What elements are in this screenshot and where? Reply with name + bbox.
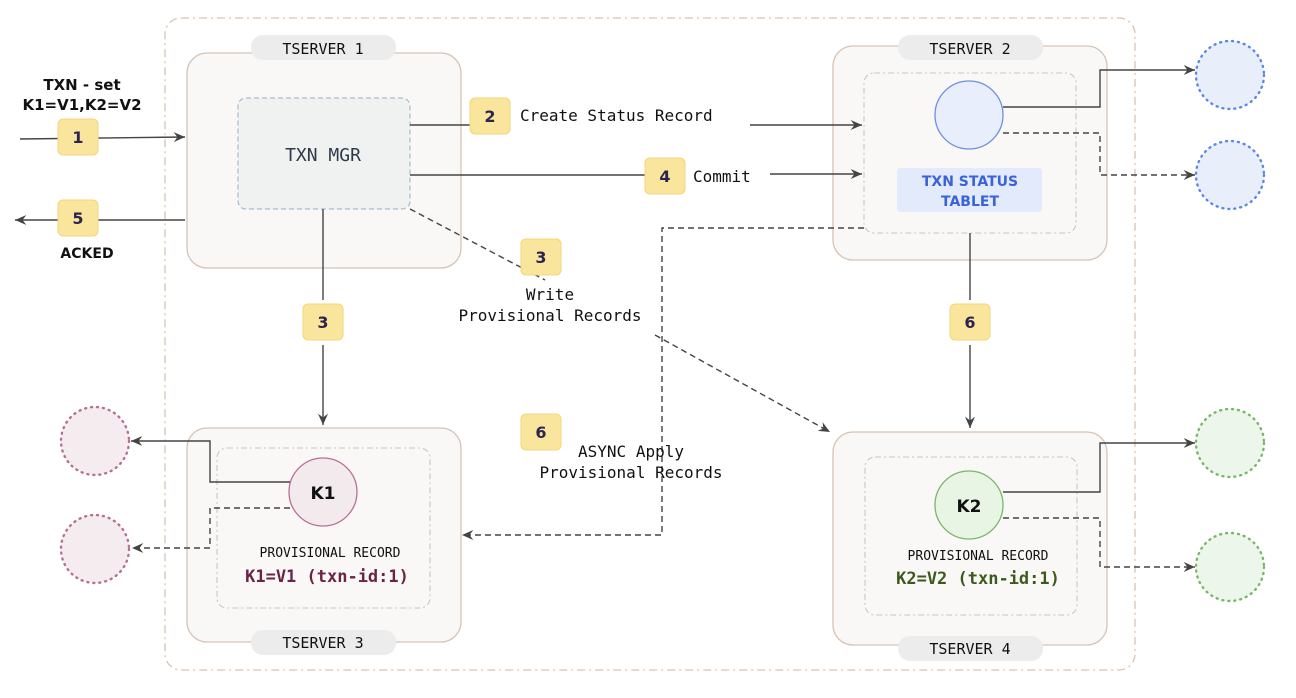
replica-status-2 xyxy=(1194,139,1266,211)
replica-status-1 xyxy=(1194,39,1266,111)
tserver-4-label: TSERVER 4 xyxy=(929,640,1010,658)
k1-circle xyxy=(288,457,358,527)
step-badge-3-write: 3 xyxy=(520,238,562,276)
k1-key: K1 xyxy=(310,484,335,504)
client-request-line1: TXN - set xyxy=(43,76,120,94)
k1-caption: PROVISIONAL RECORD xyxy=(260,546,401,561)
tserver-1-label: TSERVER 1 xyxy=(282,40,363,58)
svg-text:3: 3 xyxy=(317,313,328,332)
k2-caption: PROVISIONAL RECORD xyxy=(908,549,1049,564)
tserver-3: TSERVER 3 K1 PROVISIONAL RECORD K1=V1 (t… xyxy=(186,427,462,655)
step-badge-5: 5 xyxy=(57,199,99,237)
replica-k2-1 xyxy=(1194,407,1266,479)
k2-value: K2=V2 (txn-id:1) xyxy=(896,569,1060,589)
txn-status-tablet-line2: TABLET xyxy=(941,194,999,210)
replica-circles xyxy=(59,39,1266,603)
acked-label: ACKED xyxy=(60,246,113,262)
step-badge-2: 2 xyxy=(469,97,511,135)
async-label-line2: Provisional Records xyxy=(539,463,722,482)
cluster-boundary xyxy=(164,17,1136,671)
replica-k2-2 xyxy=(1194,531,1266,603)
tserver-2-label: TSERVER 2 xyxy=(929,40,1010,58)
txn-status-circle xyxy=(934,80,1004,150)
write-label-line2: Provisional Records xyxy=(458,306,641,325)
svg-text:2: 2 xyxy=(484,107,495,126)
tserver-1: TSERVER 1 TXN MGR xyxy=(186,35,462,269)
tserver-2: TSERVER 2 TXN STATUS TABLET xyxy=(832,35,1108,261)
tserver-4: TSERVER 4 K2 PROVISIONAL RECORD K2=V2 (t… xyxy=(832,431,1108,661)
svg-text:6: 6 xyxy=(535,423,546,442)
txn-status-tablet-line1: TXN STATUS xyxy=(922,174,1018,190)
replica-k1-2 xyxy=(59,513,131,585)
write-label-line1: Write xyxy=(526,285,574,304)
step-badge-1: 1 xyxy=(57,118,99,156)
svg-text:6: 6 xyxy=(964,313,975,332)
svg-text:3: 3 xyxy=(535,248,546,267)
connectors xyxy=(14,64,1195,573)
txn-mgr-label: TXN MGR xyxy=(285,145,361,166)
commit-label: Commit xyxy=(693,167,751,186)
async-label-line1: ASYNC Apply xyxy=(578,442,684,461)
replica-k1-1 xyxy=(59,405,131,477)
step-badge-3-down: 3 xyxy=(302,303,344,341)
create-status-record-label: Create Status Record xyxy=(520,106,713,125)
k2-key: K2 xyxy=(956,497,981,517)
svg-text:4: 4 xyxy=(659,167,670,186)
step-badge-4: 4 xyxy=(644,157,686,195)
tserver-3-label: TSERVER 3 xyxy=(282,634,363,652)
client-request-line2: K1=V1,K2=V2 xyxy=(22,96,141,114)
txn-mgr-box xyxy=(237,97,411,210)
svg-text:1: 1 xyxy=(72,128,83,147)
step-badge-6-down: 6 xyxy=(949,303,991,341)
k2-circle xyxy=(934,470,1004,540)
svg-text:5: 5 xyxy=(72,209,83,228)
step-badge-6-async: 6 xyxy=(520,413,562,451)
k1-value: K1=V1 (txn-id:1) xyxy=(245,567,409,587)
